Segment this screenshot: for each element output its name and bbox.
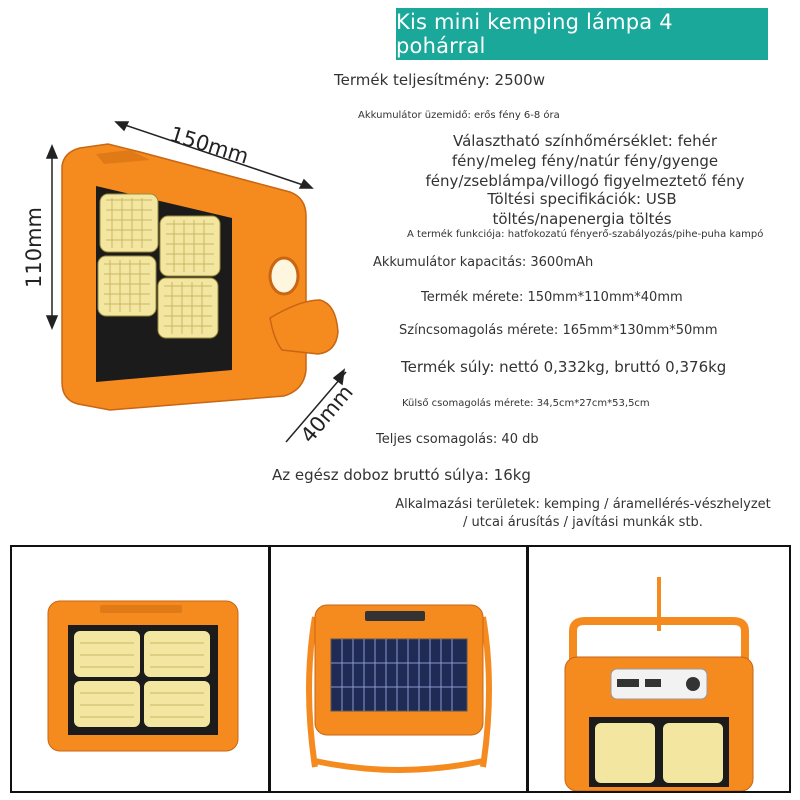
spec-power: Termék teljesítmény: 2500w	[334, 71, 545, 89]
dimension-arrow-width	[114, 121, 314, 189]
page-title: Kis mini kemping lámpa 4 pohárral	[396, 10, 673, 58]
led-cup-1	[99, 193, 159, 253]
flashlight-icon	[268, 256, 300, 296]
spec-weight: Termék súly: nettó 0,332kg, bruttó 0,376…	[401, 358, 727, 376]
led-cup-4	[157, 277, 219, 339]
spec-capacity: Akkumulátor kapacitás: 3600mAh	[373, 255, 594, 270]
title-banner: Kis mini kemping lámpa 4 pohárral	[396, 8, 768, 60]
dimension-arrow-depth	[285, 368, 347, 443]
dimension-arrow-height	[45, 144, 59, 330]
spec-box-weight: Az egész doboz bruttó súlya: 16kg	[272, 466, 531, 484]
led-cup-2	[159, 215, 221, 277]
handle	[269, 299, 339, 355]
spec-size: Termék mérete: 150mm*110mm*40mm	[421, 290, 683, 305]
spec-function: A termék funkciója: hatfokozatú fényerő-…	[407, 229, 764, 240]
spec-charging: Töltési specifikációk: USB töltés/napene…	[487, 190, 677, 228]
spec-outer-box: Külső csomagolás mérete: 34,5cm*27cm*53,…	[402, 398, 650, 409]
photo-panel-side	[527, 545, 791, 793]
product-diagram	[45, 121, 347, 443]
photo-panel-back	[269, 545, 528, 793]
lamp-side-handle-image	[564, 577, 754, 791]
led-cup-3	[97, 255, 157, 317]
photo-panel-front	[10, 545, 270, 793]
spec-battery-time: Akkumulátor üzemidő: erős fény 6-8 óra	[358, 110, 560, 121]
lamp-front-image	[47, 600, 239, 752]
lamp-body	[61, 143, 339, 411]
spec-applications: Alkalmazási területek: kemping / áramell…	[395, 497, 771, 530]
spec-color-temp: Választható színhőmérséklet: fehér fény/…	[425, 132, 745, 190]
dim-height-label: 110mm	[22, 207, 46, 288]
spec-total-pack: Teljes csomagolás: 40 db	[376, 432, 539, 447]
spec-color-box: Színcsomagolás mérete: 165mm*130mm*50mm	[399, 323, 718, 338]
lamp-back-solar-image	[306, 604, 492, 773]
